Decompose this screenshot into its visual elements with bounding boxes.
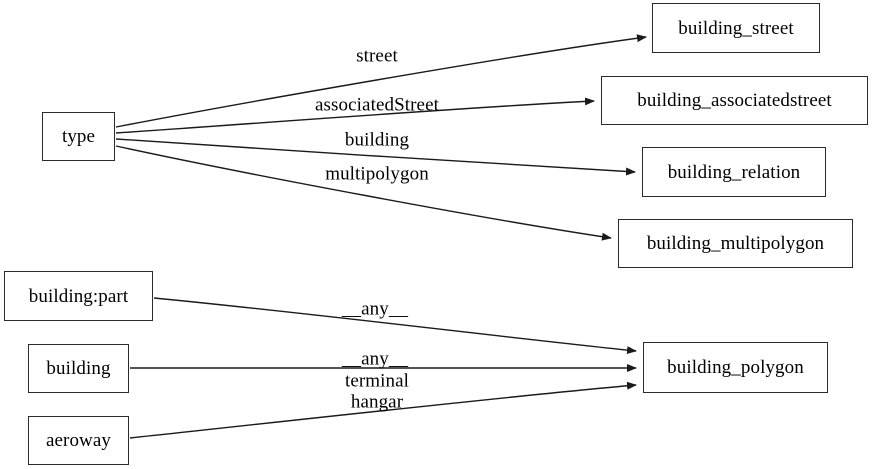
node-label: building_relation — [667, 161, 801, 183]
edge-type-to-building-associatedstreet — [115, 97, 595, 134]
node-label: building:part — [28, 285, 129, 307]
edge-label-hangar: hangar — [350, 391, 404, 413]
node-building-relation[interactable]: building_relation — [642, 147, 826, 197]
node-label: aeroway — [45, 430, 112, 451]
node-building-part[interactable]: building:part — [4, 271, 153, 321]
edge-label-multipolygon: multipolygon — [325, 163, 429, 185]
node-type[interactable]: type — [42, 112, 115, 161]
edge-label-building: building — [344, 129, 410, 151]
edge-label-associatedstreet: associatedStreet — [315, 94, 439, 116]
edge-label-any-building-part: __any__ — [341, 298, 409, 320]
edge-type-to-building-relation — [115, 138, 636, 176]
node-building-associatedstreet[interactable]: building_associatedstreet — [601, 76, 868, 125]
node-label: type — [61, 126, 96, 147]
node-label: building_street — [678, 17, 794, 39]
node-label: building_associatedstreet — [637, 90, 832, 111]
edge-aeroway-to-building-polygon — [129, 381, 637, 439]
node-label: building_multipolygon — [646, 233, 825, 254]
edge-type-to-building-street — [115, 34, 647, 128]
node-label: building_polygon — [667, 357, 804, 378]
node-aeroway[interactable]: aeroway — [28, 416, 129, 465]
node-building[interactable]: building — [28, 344, 129, 393]
edge-type-to-building-multipolygon — [115, 145, 612, 241]
edge-label-any-building: __any__ — [341, 348, 409, 370]
edge-building-part-to-building-polygon — [153, 297, 637, 355]
edge-label-terminal: terminal — [344, 370, 410, 392]
node-building-multipolygon[interactable]: building_multipolygon — [618, 219, 853, 268]
node-label: building — [46, 358, 111, 379]
edge-label-street: street — [356, 45, 398, 67]
node-building-polygon[interactable]: building_polygon — [643, 342, 828, 393]
node-building-street[interactable]: building_street — [652, 3, 820, 53]
